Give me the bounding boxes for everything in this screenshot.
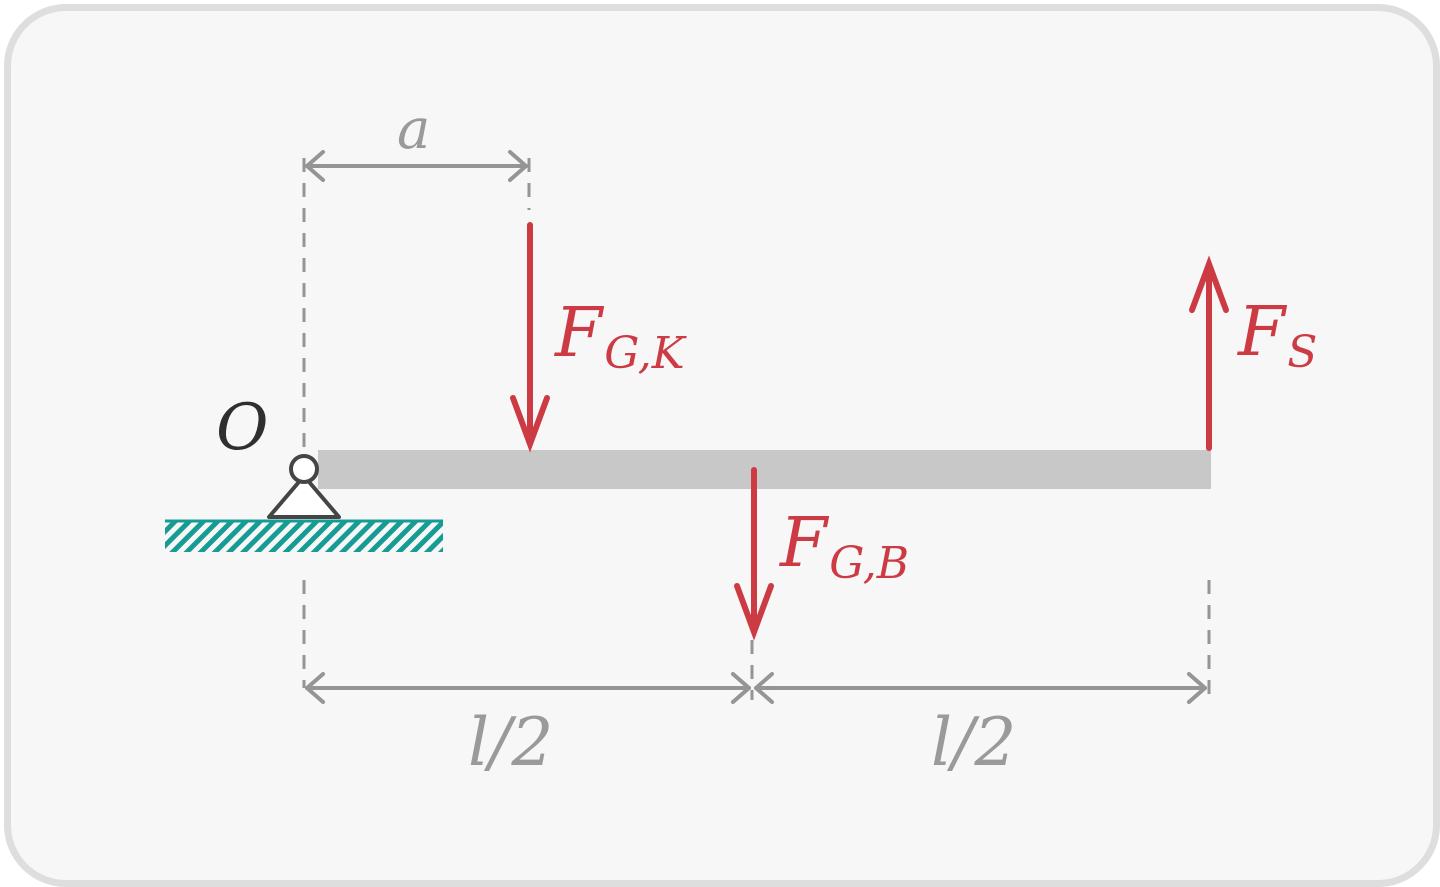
force-main-symbol: F (778, 504, 830, 583)
force-main-symbol: F (1236, 293, 1288, 372)
dimension-left-half (305, 672, 751, 704)
force-main-symbol: F (553, 294, 605, 373)
pivot-support (267, 454, 341, 519)
dimension-arrows (305, 150, 1207, 704)
pivot-label: O (216, 391, 268, 465)
force-support-label: FS (1236, 293, 1317, 378)
dimension-left-half-label: l/2 (468, 704, 553, 781)
pivot-hinge (289, 454, 319, 484)
diagram-card (4, 4, 1440, 887)
force-crane-weight-label: FG,K (553, 294, 687, 379)
dimension-a (305, 150, 528, 182)
force-subscript: S (1287, 327, 1317, 378)
extension-lines (302, 158, 1211, 700)
dimension-right-half-label: l/2 (931, 704, 1016, 781)
force-subscript: G,K (604, 328, 687, 379)
force-support (1189, 255, 1229, 451)
force-beam-weight (734, 467, 774, 641)
dimension-right-half (754, 672, 1207, 704)
force-subscript: G,B (829, 538, 909, 589)
force-beam-weight-label: FG,B (778, 504, 909, 589)
dimension-a-label: a (397, 97, 430, 162)
force-crane-weight (510, 222, 550, 453)
beam (318, 450, 1211, 489)
support-triangle (267, 474, 341, 519)
ground-hatch (165, 520, 443, 552)
